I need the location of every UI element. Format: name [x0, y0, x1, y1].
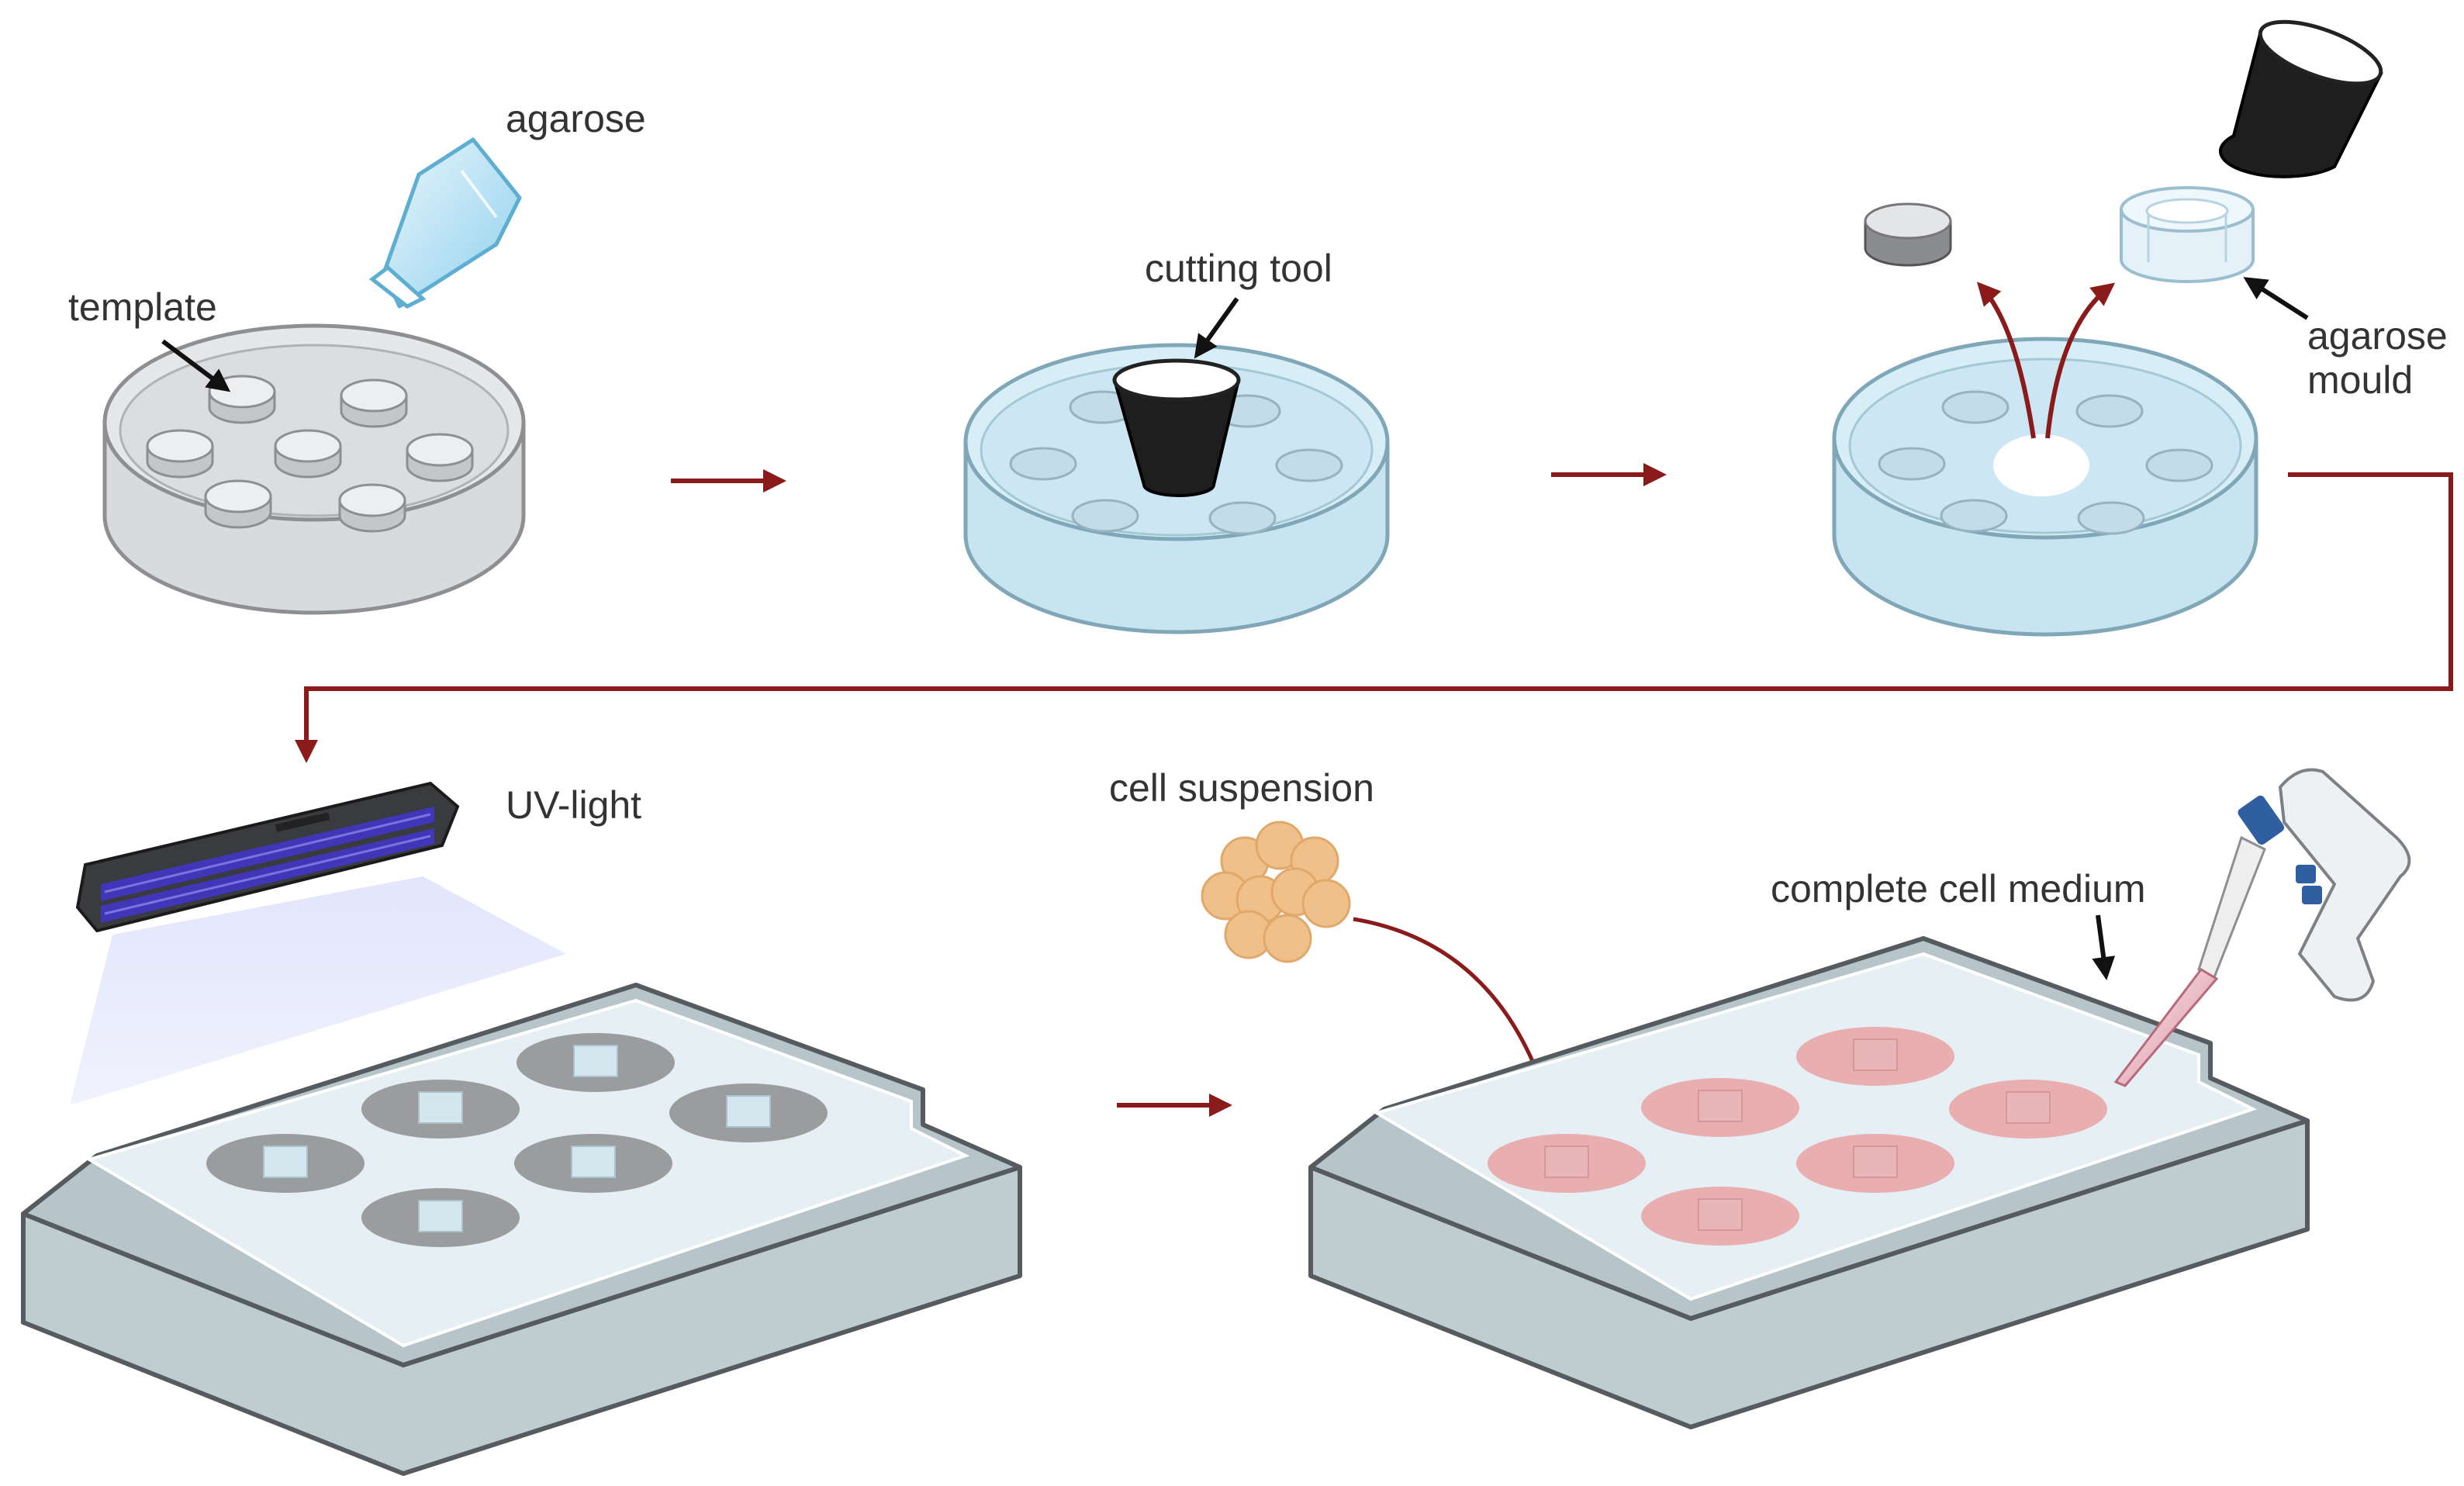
- well: [1641, 1078, 1799, 1137]
- template-disk: [146, 429, 214, 479]
- cutting-tool-pointer-arrow: [1194, 297, 1239, 359]
- uv-glow: [70, 876, 566, 1105]
- well: [1796, 1134, 1954, 1193]
- well: [514, 1134, 672, 1193]
- agarose-mould-icon: [2120, 186, 2255, 283]
- well: [517, 1033, 675, 1092]
- petri-dish-cut: [1832, 337, 2258, 637]
- well: [1796, 1027, 1954, 1086]
- well: [1641, 1187, 1799, 1246]
- label-cutting-tool: cutting tool: [1145, 247, 1332, 290]
- template-disk: [340, 378, 408, 428]
- agarose-disk-icon: [1864, 202, 1952, 267]
- well: [1949, 1080, 2107, 1139]
- well: [361, 1188, 520, 1247]
- template-disk: [274, 429, 342, 479]
- label-agarose-mould-line2: mould: [2307, 358, 2414, 402]
- flow-connector: [295, 472, 2453, 763]
- well: [1488, 1134, 1646, 1193]
- label-uv-light: UV-light: [506, 783, 642, 827]
- well: [206, 1134, 365, 1193]
- removal-arrow-left: [1976, 282, 2036, 439]
- label-agarose: agarose: [506, 97, 646, 140]
- label-agarose-mould-line1: agarose: [2307, 314, 2448, 358]
- label-cell-suspension: cell suspension: [1109, 766, 1374, 810]
- label-complete-cell-medium: complete cell medium: [1771, 867, 2146, 911]
- mould-pointer-arrow: [2243, 277, 2309, 320]
- well-plate-icon: [1308, 936, 2310, 1429]
- cell-cluster-icon: [1201, 821, 1351, 963]
- label-template: template: [68, 285, 217, 329]
- pipette-icon: [2113, 768, 2411, 1087]
- template-disk: [338, 483, 406, 533]
- well-plate-icon: [21, 983, 1022, 1476]
- template-disk: [406, 433, 474, 482]
- well: [361, 1080, 520, 1139]
- cut-hole: [1993, 434, 2089, 496]
- plate-inner: [1373, 952, 2258, 1301]
- template-disk: [204, 479, 272, 529]
- medium-pointer-arrow: [2092, 914, 2116, 980]
- cutting-tool-icon: [2219, 19, 2383, 178]
- flask-icon: [368, 137, 522, 309]
- removal-arrow-right: [2045, 282, 2116, 439]
- well: [669, 1083, 828, 1142]
- cutting-tool-icon: [1112, 358, 1241, 497]
- template-pointer-arrow: [161, 339, 231, 392]
- uv-lamp-icon: [70, 781, 566, 1105]
- petri-dish-templates: [102, 323, 526, 615]
